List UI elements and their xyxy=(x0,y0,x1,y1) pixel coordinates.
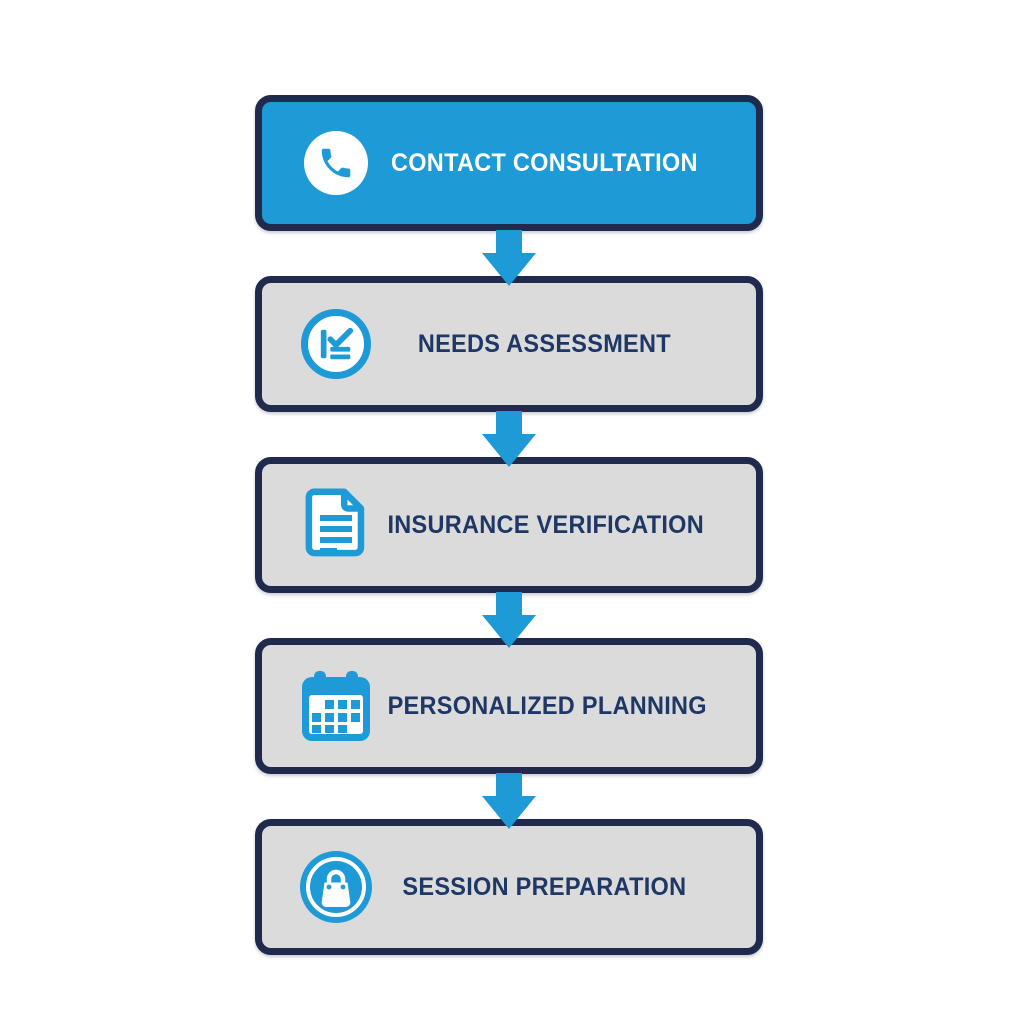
step-label: PERSONALIZED PLANNING xyxy=(387,691,707,720)
process-flow: CONTACT CONSULTATION NEE xyxy=(255,95,763,955)
step-label: INSURANCE VERIFICATION xyxy=(387,510,704,539)
step-box-contact-consultation: CONTACT CONSULTATION xyxy=(255,95,763,231)
step-box-needs-assessment: NEEDS ASSESSMENT xyxy=(255,276,763,412)
connector-gap xyxy=(255,411,763,467)
step-box-session-preparation: SESSION PREPARATION xyxy=(255,819,763,955)
step-box-insurance-verification: INSURANCE VERIFICATION xyxy=(255,457,763,593)
phone-icon xyxy=(304,131,368,195)
step-icon-slot xyxy=(296,309,376,379)
step-box-personalized-planning: PERSONALIZED PLANNING xyxy=(255,638,763,774)
down-arrow-icon xyxy=(482,230,536,286)
step-icon-slot xyxy=(296,850,376,924)
step-label: SESSION PREPARATION xyxy=(402,872,687,901)
step-icon-slot xyxy=(296,488,376,562)
connector-gap xyxy=(255,592,763,648)
checklist-icon xyxy=(301,309,371,379)
connector-gap xyxy=(255,230,763,286)
document-icon xyxy=(305,488,365,557)
down-arrow-icon xyxy=(482,411,536,467)
step-label: CONTACT CONSULTATION xyxy=(390,148,698,177)
step-icon-slot xyxy=(296,669,376,743)
calendar-icon xyxy=(302,671,370,741)
connector-gap xyxy=(255,773,763,829)
step-label: NEEDS ASSESSMENT xyxy=(417,329,671,358)
shopping-bag-icon xyxy=(300,851,372,923)
down-arrow-icon xyxy=(482,773,536,829)
down-arrow-icon xyxy=(482,592,536,648)
step-icon-slot xyxy=(296,131,376,195)
